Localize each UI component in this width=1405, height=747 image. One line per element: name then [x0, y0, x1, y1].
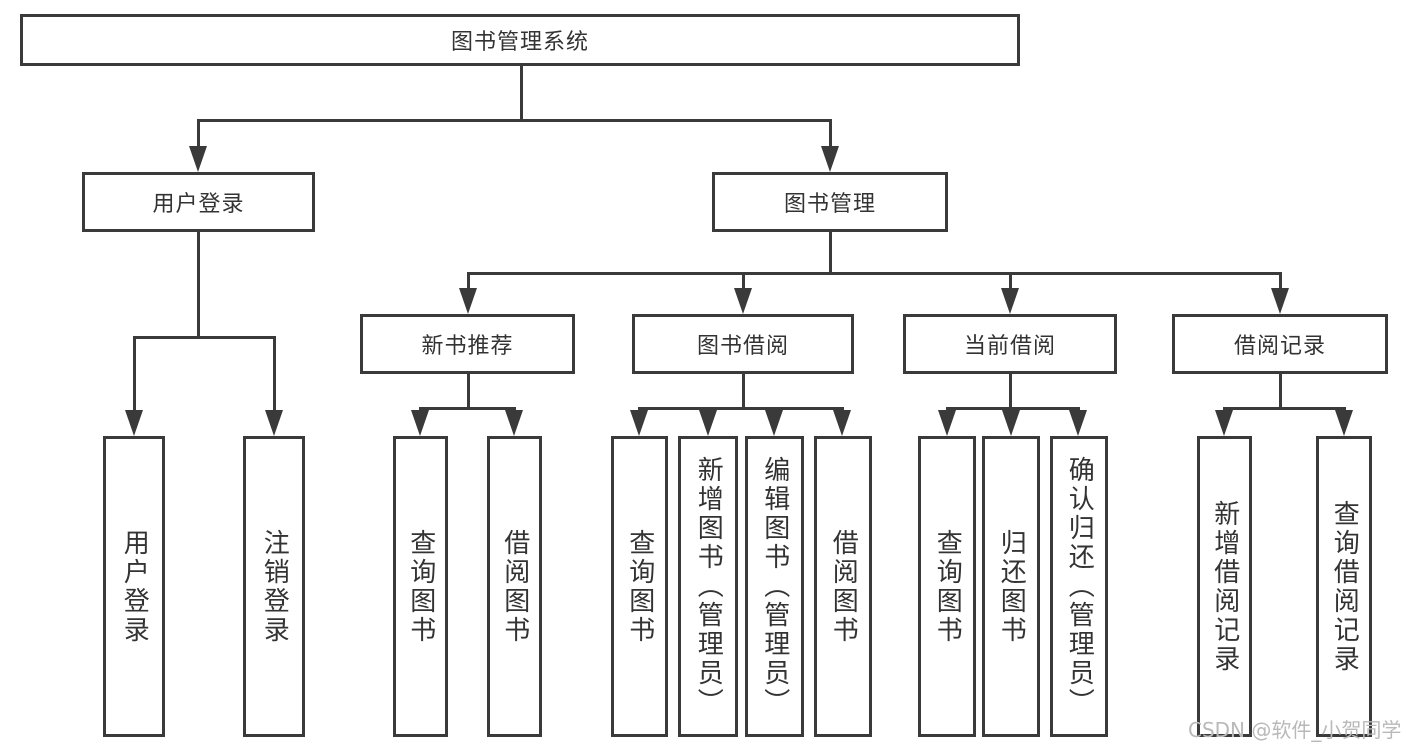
connector-new-book-stem	[467, 374, 470, 407]
leaf-logout-label: 注销登录	[259, 528, 290, 645]
connector-borrow-records-branch	[1223, 407, 1345, 410]
arrowhead-cb-query	[938, 410, 956, 436]
csdn-watermark: CSDN @软件_小贺同学	[1188, 718, 1402, 742]
node-current-borrow-label: 当前借阅	[963, 334, 1056, 359]
leaf-borrow-borrow-book-label: 借阅图书	[828, 528, 859, 645]
arrowhead-user-login	[189, 146, 207, 172]
leaf-borrow-add-book-admin-label: 新增图书（管理员）	[693, 456, 724, 717]
leaf-current-return-book-label: 归还图书	[996, 528, 1027, 645]
arrowhead-bb-query	[630, 410, 648, 436]
leaf-logout: 注销登录	[243, 436, 305, 737]
connector-new-book-branch	[419, 407, 516, 410]
node-book-borrow-label: 图书借阅	[696, 334, 789, 359]
node-book-borrow: 图书借阅	[632, 314, 854, 374]
leaf-borrow-query-book: 查询图书	[611, 436, 668, 737]
node-borrow-records: 借阅记录	[1172, 314, 1388, 374]
connector-book-management-stem	[829, 232, 832, 272]
node-new-book-recommend-label: 新书推荐	[421, 334, 514, 359]
connector-user-login-stem	[197, 232, 200, 336]
arrowhead-current-borrow	[1001, 288, 1019, 314]
leaf-recommend-query-book-label: 查询图书	[405, 528, 436, 645]
leaf-records-add-record-label: 新增借阅记录	[1209, 499, 1240, 674]
arrowhead-bb-add	[699, 410, 717, 436]
connector-drop-user-login	[197, 119, 200, 150]
arrowhead-recommend-borrow	[505, 410, 523, 436]
arrowhead-book-borrow	[734, 288, 752, 314]
leaf-current-query-book: 查询图书	[918, 436, 976, 737]
node-root-system: 图书管理系统	[20, 14, 1020, 66]
leaf-records-add-record: 新增借阅记录	[1197, 436, 1252, 737]
arrowhead-br-query	[1335, 410, 1353, 436]
node-user-login: 用户登录	[82, 172, 315, 232]
connector-root-branch	[197, 119, 832, 122]
arrowhead-new-book	[459, 288, 477, 314]
connector-user-login-branch	[133, 336, 276, 339]
arrowhead-bb-borrow	[833, 410, 851, 436]
connector-book-borrow-branch	[638, 407, 844, 410]
arrowhead-borrow-records	[1271, 288, 1289, 314]
connector-drop-book-borrow	[742, 272, 745, 292]
arrowhead-cb-confirm	[1069, 410, 1087, 436]
leaf-records-query-record: 查询借阅记录	[1316, 436, 1372, 737]
connector-drop-leaf-logout	[273, 336, 276, 414]
node-new-book-recommend: 新书推荐	[360, 314, 575, 374]
arrowhead-cb-return	[1002, 410, 1020, 436]
connector-drop-leaf-user-login	[133, 336, 136, 414]
arrowhead-leaf-logout	[265, 410, 283, 436]
leaf-borrow-edit-book-admin: 编辑图书（管理员）	[745, 436, 804, 737]
leaf-user-login: 用户登录	[103, 436, 165, 737]
leaf-current-return-book: 归还图书	[982, 436, 1040, 737]
leaf-recommend-borrow-book: 借阅图书	[487, 436, 542, 737]
connector-drop-current-borrow	[1009, 272, 1012, 292]
node-book-management: 图书管理	[712, 172, 948, 232]
leaf-borrow-edit-book-admin-label: 编辑图书（管理员）	[759, 456, 790, 717]
arrowhead-br-add	[1215, 410, 1233, 436]
leaf-borrow-borrow-book: 借阅图书	[814, 436, 872, 737]
node-root-label: 图书管理系统	[450, 30, 589, 55]
leaf-recommend-borrow-book-label: 借阅图书	[499, 528, 530, 645]
connector-current-borrow-branch	[946, 407, 1080, 410]
node-borrow-records-label: 借阅记录	[1233, 334, 1326, 359]
arrowhead-leaf-user-login	[125, 410, 143, 436]
leaf-current-query-book-label: 查询图书	[932, 528, 963, 645]
leaf-user-login-label: 用户登录	[119, 528, 150, 645]
connector-drop-borrow-records	[1279, 272, 1282, 292]
arrowhead-bb-edit	[765, 410, 783, 436]
connector-drop-book-management	[829, 119, 832, 150]
leaf-current-confirm-return-admin-label: 确认归还（管理员）	[1064, 456, 1095, 717]
leaf-current-confirm-return-admin: 确认归还（管理员）	[1050, 436, 1108, 737]
node-book-management-label: 图书管理	[783, 192, 876, 217]
arrowhead-book-management	[821, 146, 839, 172]
connector-current-borrow-stem	[1009, 374, 1012, 407]
node-current-borrow: 当前借阅	[903, 314, 1117, 374]
leaf-borrow-add-book-admin: 新增图书（管理员）	[678, 436, 738, 737]
connector-drop-new-book	[467, 272, 470, 292]
connector-book-borrow-stem	[742, 374, 745, 407]
connector-book-management-branch	[467, 272, 1282, 275]
arrowhead-recommend-query	[411, 410, 429, 436]
leaf-recommend-query-book: 查询图书	[393, 436, 448, 737]
connector-borrow-records-stem	[1279, 374, 1282, 407]
connector-root-stem	[520, 66, 523, 119]
leaf-records-query-record-label: 查询借阅记录	[1329, 499, 1360, 674]
node-user-login-label: 用户登录	[152, 192, 245, 217]
leaf-borrow-query-book-label: 查询图书	[624, 528, 655, 645]
